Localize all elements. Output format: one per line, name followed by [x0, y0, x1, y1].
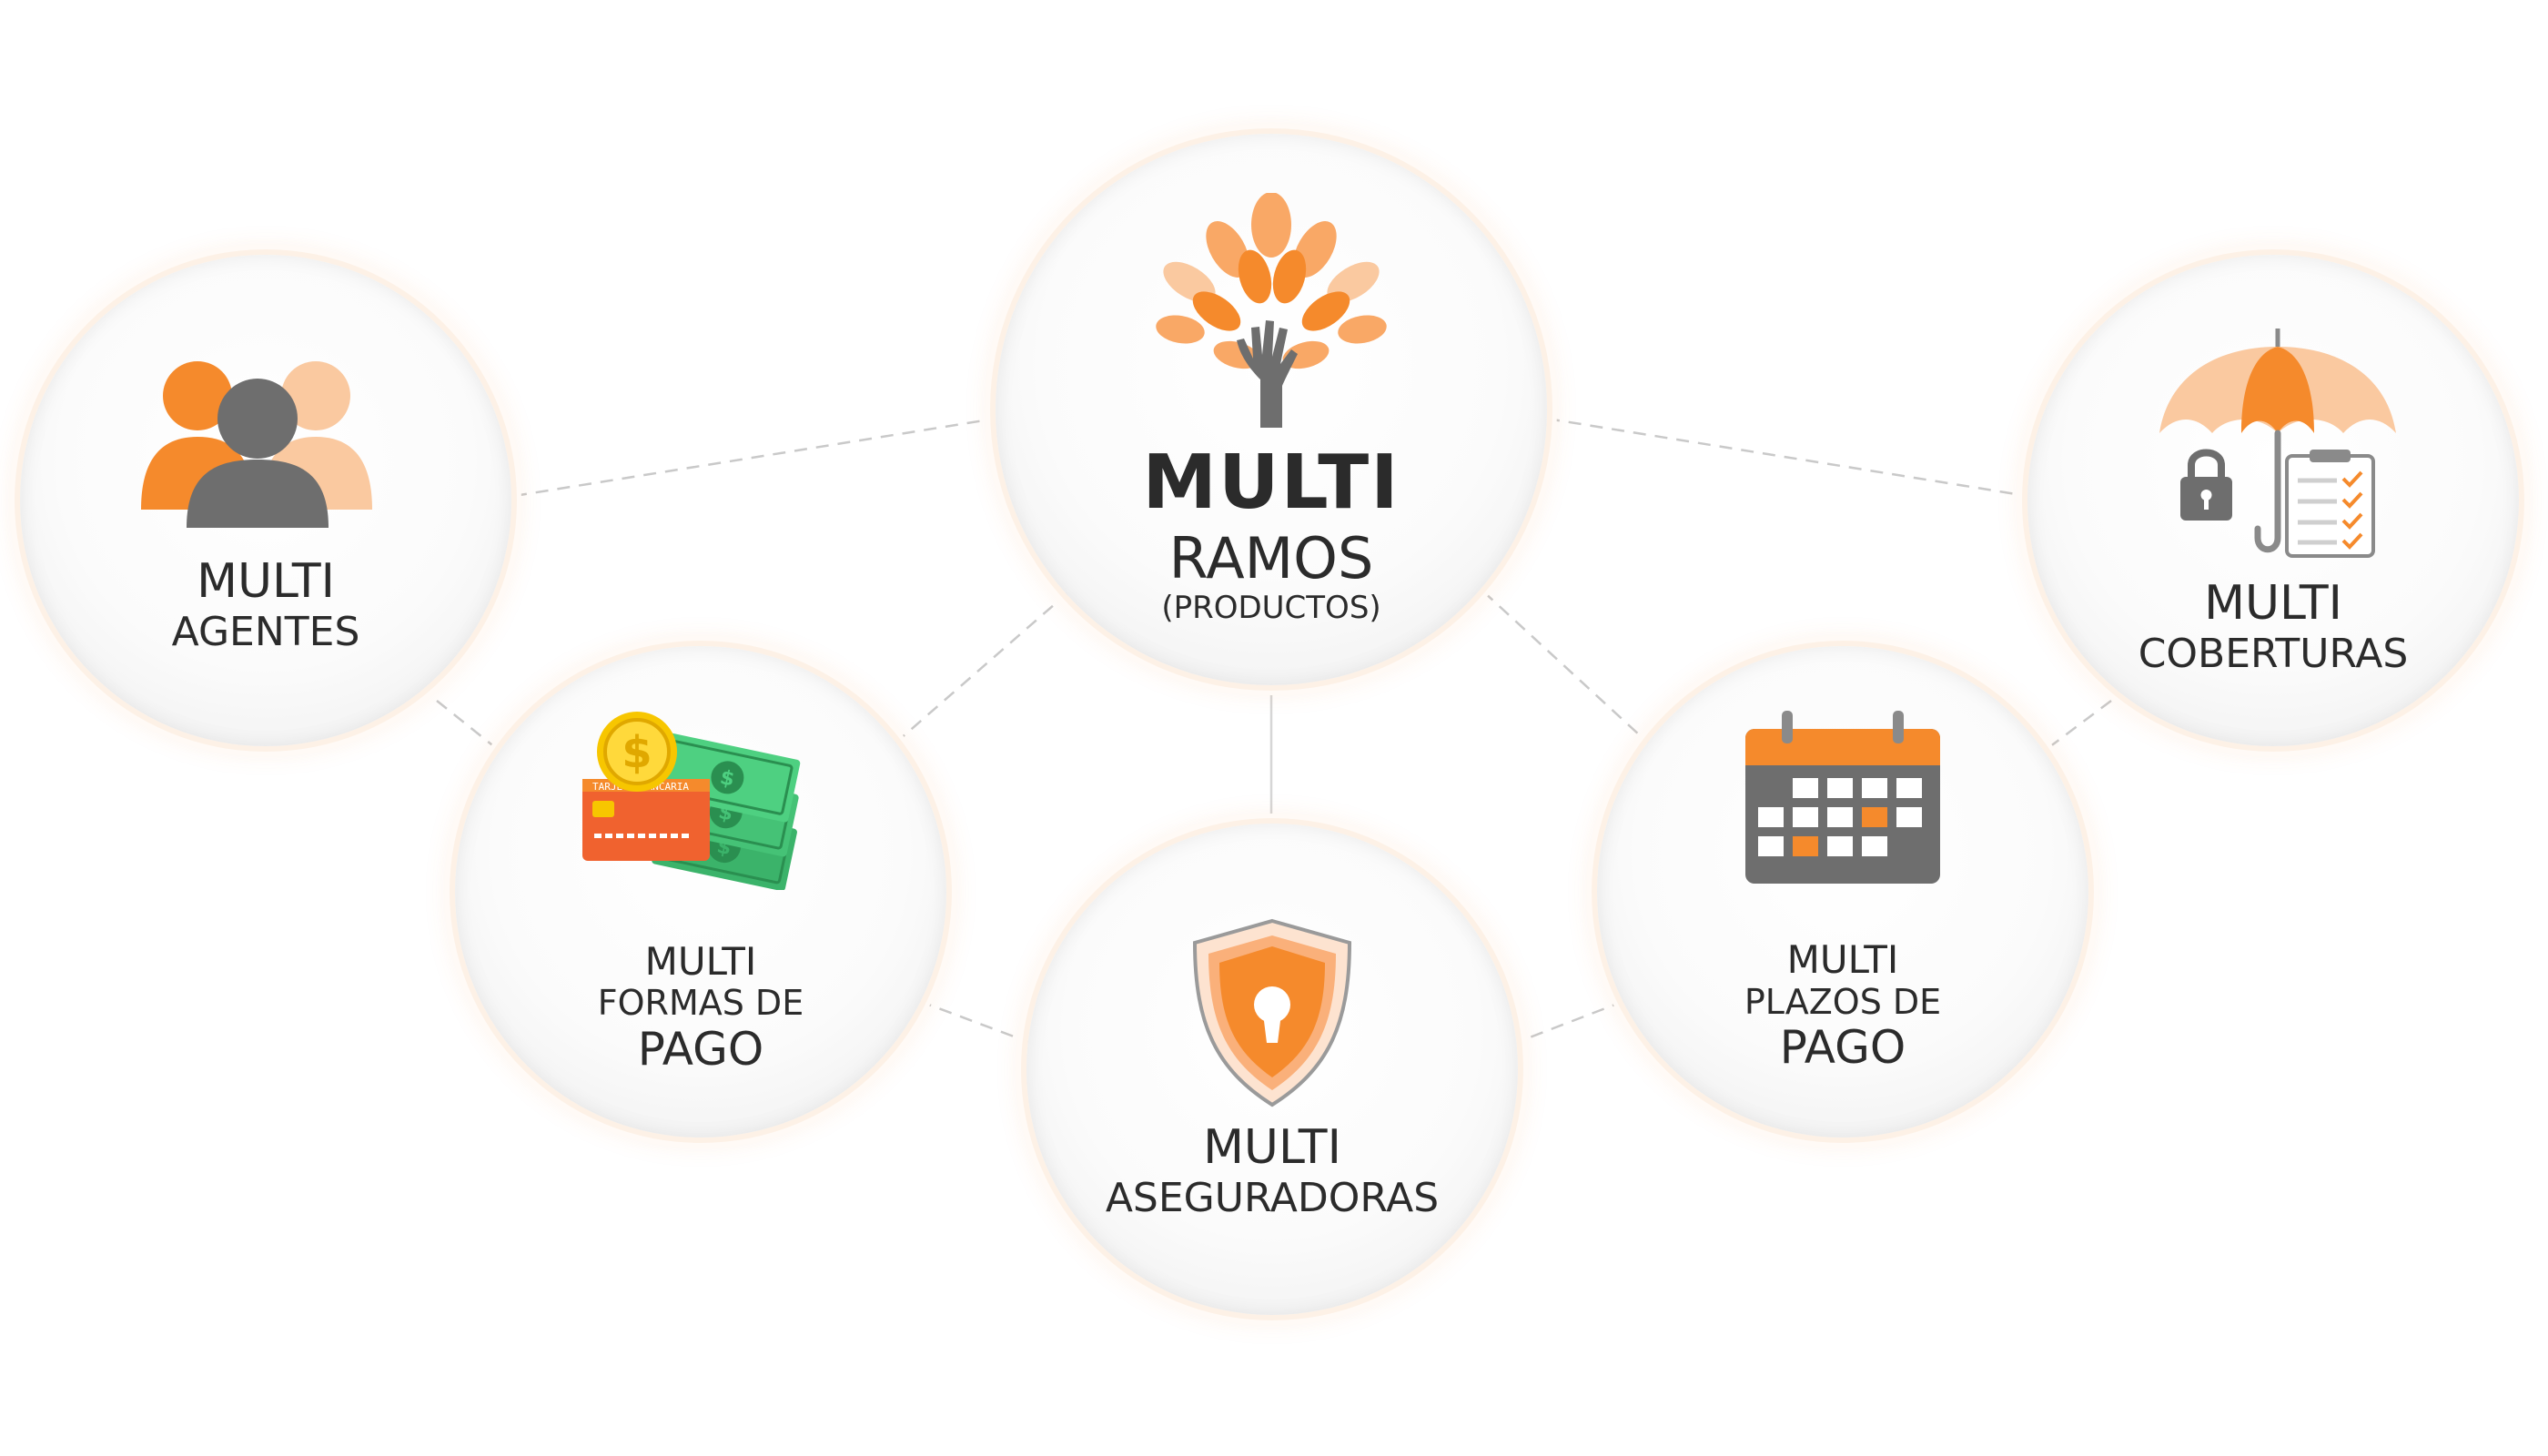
- connector-ramos-coberturas: [1546, 417, 2028, 498]
- connector-ramos-formas: [891, 591, 1070, 747]
- formas-line3: PAGO: [637, 1022, 764, 1076]
- svg-text:$: $: [622, 727, 652, 778]
- ramos-line3: (PRODUCTOS): [1161, 590, 1381, 627]
- plazos-line1: MULTI: [1786, 937, 1899, 983]
- plazos-line3: PAGO: [1779, 1021, 1906, 1075]
- node-multi-agentes: MULTI AGENTES: [20, 255, 511, 746]
- node-multi-aseguradoras: MULTI ASEGURADORAS: [1026, 824, 1518, 1315]
- aseguradoras-line2: ASEGURADORAS: [1105, 1174, 1440, 1221]
- formas-line2: FORMAS DE: [597, 983, 804, 1024]
- node-multi-coberturas: MULTI COBERTURAS: [2027, 255, 2519, 746]
- node-multi-ramos: MULTI RAMOS (PRODUCTOS): [996, 134, 1547, 685]
- node-multi-formas-de-pago: $ $ $ TARJETA BANCARIA $ MULTI: [455, 646, 946, 1138]
- card-cash-coin-icon: $ $ $ TARJETA BANCARIA $: [582, 711, 801, 890]
- connector-agentes-formas: [436, 700, 506, 756]
- connector-coberturas-plazos: [2037, 700, 2112, 756]
- aseguradoras-line1: MULTI: [1203, 1119, 1341, 1175]
- agentes-line2: AGENTES: [171, 608, 360, 655]
- plazos-line2: PLAZOS DE: [1744, 981, 1942, 1022]
- calendar-icon: [1745, 711, 1940, 885]
- agentes-line1: MULTI: [197, 553, 335, 609]
- connector-plazos-aseguradoras: [1517, 999, 1625, 1044]
- coberturas-line2: COBERTURAS: [2138, 630, 2409, 677]
- connector-agentes-ramos: [513, 417, 996, 498]
- connector-formas-aseguradoras: [918, 999, 1029, 1044]
- connector-ramos-plazos: [1482, 591, 1653, 747]
- shield-keyhole-icon: [1192, 918, 1352, 1107]
- svg-text:$: $: [718, 766, 736, 792]
- formas-line1: MULTI: [644, 938, 757, 984]
- ramos-line1: MULTI: [1142, 439, 1400, 526]
- coberturas-line1: MULTI: [2204, 575, 2342, 631]
- umbrella-lock-checklist-icon: [2159, 328, 2396, 558]
- tree-hand-icon: [1156, 192, 1387, 428]
- node-multi-plazos-de-pago: MULTI PLAZOS DE PAGO: [1597, 646, 2088, 1138]
- people-group-icon: [141, 360, 372, 528]
- ramos-line2: RAMOS: [1168, 524, 1374, 592]
